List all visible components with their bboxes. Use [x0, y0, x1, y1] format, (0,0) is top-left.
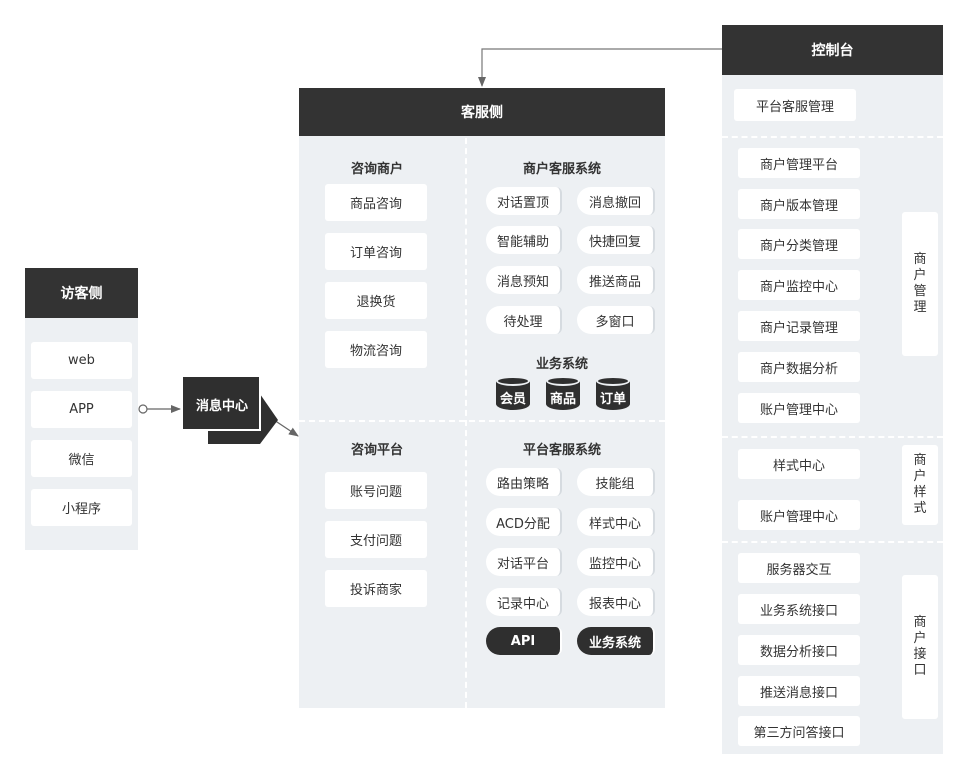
- console-title: 控制台: [722, 25, 943, 75]
- visitor-title: 访客侧: [25, 268, 138, 318]
- console-top-item: 平台客服管理: [734, 89, 856, 121]
- platform-system-item: 路由策略: [486, 468, 562, 496]
- console-divider: [722, 541, 943, 543]
- label-char: 口: [913, 663, 927, 678]
- consult-merchant-title: 咨询商户: [350, 162, 403, 177]
- platform-system-title: 平台客服系统: [522, 443, 601, 458]
- consult-merchant-item: 退换货: [325, 282, 427, 319]
- label-char: 样: [913, 485, 927, 500]
- merchant-system-item: 待处理: [486, 306, 562, 334]
- platform-system-item: ACD分配: [486, 508, 562, 536]
- platform-system-item: 样式中心: [577, 508, 655, 536]
- merchant-system-item: 智能辅助: [486, 226, 562, 254]
- database-label: 商品: [546, 381, 580, 410]
- console-to-service-arrow: [478, 48, 724, 87]
- merchant-interface-item: 数据分析接口: [738, 635, 860, 665]
- label-char: 商: [913, 453, 927, 468]
- api-item: API: [486, 627, 562, 655]
- platform-system-item: 技能组: [577, 468, 655, 496]
- merchant-management-item: 商户记录管理: [738, 311, 860, 341]
- merchant-system-item: 消息撤回: [577, 187, 655, 215]
- label-char: 式: [913, 501, 927, 516]
- message-center-label: 消息中心: [195, 398, 248, 414]
- merchant-interface-item: 第三方问答接口: [738, 716, 860, 746]
- consult-merchant-item: 商品咨询: [325, 184, 427, 221]
- business-system-title: 业务系统: [535, 357, 588, 372]
- merchant-system-item: 对话置顶: [486, 187, 562, 215]
- consult-platform-item: 投诉商家: [325, 570, 427, 607]
- service-divider-vertical: [465, 138, 467, 708]
- label-char: 户: [913, 631, 927, 646]
- visitor-item-wechat: 微信: [31, 440, 132, 477]
- merchant-system-item: 推送商品: [577, 266, 655, 294]
- merchant-management-item: 商户版本管理: [738, 189, 860, 219]
- label-char: 接: [913, 647, 927, 662]
- merchant-style-item: 账户管理中心: [738, 500, 860, 530]
- merchant-system-item: 快捷回复: [577, 226, 655, 254]
- merchant-management-item: 商户分类管理: [738, 229, 860, 259]
- console-panel: 控制台 平台客服管理 商户管理平台 商户版本管理 商户分类管理 商户监控中心 商…: [722, 25, 943, 754]
- merchant-system-item: 消息预知: [486, 266, 562, 294]
- merchant-management-item: 商户监控中心: [738, 270, 860, 300]
- label-char: 理: [913, 300, 927, 315]
- visitor-item-web: web: [31, 342, 132, 379]
- service-title: 客服侧: [299, 88, 665, 136]
- business-system-item: 业务系统: [577, 627, 655, 655]
- merchant-management-item: 商户管理平台: [738, 148, 860, 178]
- merchant-interface-item: 业务系统接口: [738, 594, 860, 624]
- merchant-management-item: 商户数据分析: [738, 352, 860, 382]
- platform-system-item: 对话平台: [486, 548, 562, 576]
- console-divider: [722, 136, 943, 138]
- visitor-item-app: APP: [31, 391, 132, 428]
- console-divider: [722, 436, 943, 438]
- label-char: 户: [913, 268, 927, 283]
- consult-platform-item: 账号问题: [325, 472, 427, 509]
- visitor-panel: 访客侧 web APP 微信 小程序: [25, 268, 138, 550]
- service-panel: 客服侧 咨询商户 商品咨询 订单咨询 退换货 物流咨询 商户客服系统 对话置顶 …: [299, 88, 665, 708]
- platform-system-item: 记录中心: [486, 588, 562, 616]
- merchant-management-item: 账户管理中心: [738, 393, 860, 423]
- merchant-system-item: 多窗口: [577, 306, 655, 334]
- merchant-system-title: 商户客服系统: [522, 162, 601, 177]
- merchant-interface-item: 推送消息接口: [738, 676, 860, 706]
- merchant-interface-label: 商 户 接 口: [902, 575, 938, 719]
- message-center-shape: [181, 375, 278, 444]
- consult-merchant-item: 物流咨询: [325, 331, 427, 368]
- platform-system-item: 报表中心: [577, 588, 655, 616]
- app-connector-dot: [138, 404, 148, 414]
- consult-platform-title: 咨询平台: [350, 443, 403, 458]
- label-char: 户: [913, 469, 927, 484]
- merchant-interface-item: 服务器交互: [738, 553, 860, 583]
- consult-platform-item: 支付问题: [325, 521, 427, 558]
- service-divider-horizontal: [299, 420, 665, 422]
- merchant-style-label: 商 户 样 式: [902, 445, 938, 525]
- consult-merchant-item: 订单咨询: [325, 233, 427, 270]
- visitor-item-miniprogram: 小程序: [31, 489, 132, 526]
- label-char: 商: [913, 615, 927, 630]
- label-char: 管: [913, 284, 927, 299]
- label-char: 商: [913, 252, 927, 267]
- merchant-management-label: 商 户 管 理: [902, 212, 938, 356]
- merchant-style-item: 样式中心: [738, 449, 860, 479]
- platform-system-item: 监控中心: [577, 548, 655, 576]
- message-to-service-arrow: [273, 419, 299, 437]
